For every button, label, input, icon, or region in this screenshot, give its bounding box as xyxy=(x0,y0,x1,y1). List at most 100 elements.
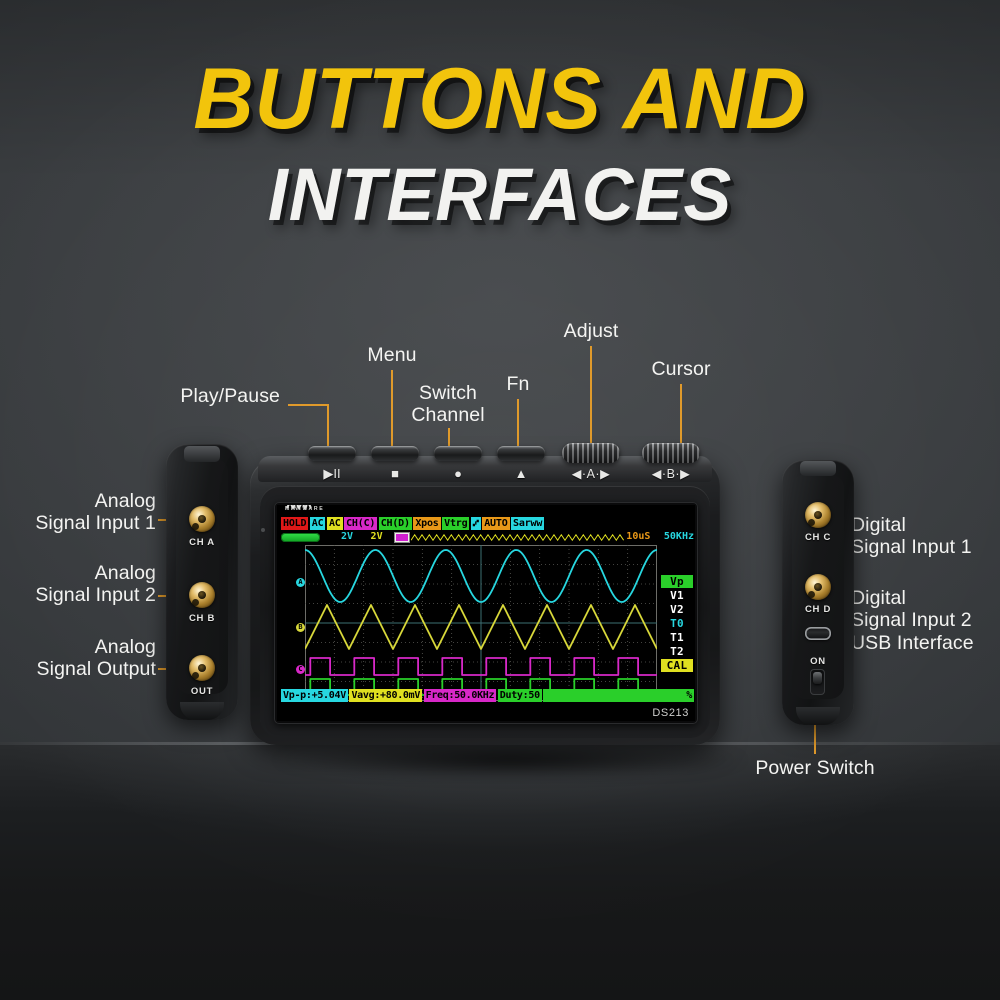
rocker-a-glyph: ◀·A·▶ xyxy=(571,467,611,481)
measurement-4[interactable]: % xyxy=(543,689,694,702)
status-cell-8[interactable]: AUTO xyxy=(482,517,510,530)
rocker-b[interactable] xyxy=(642,443,700,463)
ch-b-notch xyxy=(192,599,199,606)
callout-switch-channel: Switch Channel xyxy=(411,382,485,426)
miniware-logo-icon xyxy=(286,505,312,510)
status-cell-3[interactable]: CH(C) xyxy=(344,517,378,530)
channel-b-triangle xyxy=(305,604,657,650)
table-surface xyxy=(0,742,1000,1000)
timebase-value[interactable]: 10uS xyxy=(626,531,651,542)
channel-a-sine xyxy=(305,549,657,603)
stop-glyph: ■ xyxy=(391,466,399,481)
port-out-label: OUT xyxy=(190,686,214,697)
port-ch-b[interactable] xyxy=(189,582,215,608)
frequency-value[interactable]: 50KHz xyxy=(663,531,694,542)
side-menu-item-t0[interactable]: T0 xyxy=(670,617,684,630)
measurement-1[interactable]: Vavg:+80.0mV xyxy=(349,689,423,702)
callout-analog-input-2: Analog Signal Input 2 xyxy=(35,562,156,606)
right-panel-foot xyxy=(796,707,840,725)
waveform-plot xyxy=(305,545,657,701)
port-out[interactable] xyxy=(189,655,215,681)
status-cell-2[interactable]: AC xyxy=(326,517,343,530)
usb-port[interactable] xyxy=(805,627,831,640)
out-notch xyxy=(192,672,199,679)
status-cell-7[interactable]: ⑇ xyxy=(470,517,481,530)
port-ch-a-label: CH A xyxy=(189,537,215,548)
measurement-3[interactable]: Duty:50 xyxy=(497,689,542,702)
brand-label: MINIWARE xyxy=(285,506,325,512)
ch-a-notch xyxy=(192,523,199,530)
side-menu-item-cal[interactable]: CAL xyxy=(661,659,693,672)
port-ch-d[interactable] xyxy=(805,574,831,600)
page-title: BUTTONS AND INTERFACES xyxy=(0,56,1000,232)
side-menu-item-vp[interactable]: Vp xyxy=(661,575,693,588)
power-switch-knob[interactable] xyxy=(813,672,822,684)
callout-digital-input-1: Digital Signal Input 1 xyxy=(851,514,972,558)
ch-b-volts-per-div[interactable]: 2V xyxy=(370,531,383,542)
status-cell-0[interactable]: HOLD xyxy=(281,517,309,530)
callout-fn: Fn xyxy=(506,373,530,395)
port-ch-d-label: CH D xyxy=(804,604,832,615)
status-cell-6[interactable]: Vtrg xyxy=(442,517,470,530)
power-switch-slot[interactable] xyxy=(810,669,825,695)
fn-button[interactable] xyxy=(497,446,545,461)
left-side-panel: CH A CH B OUT xyxy=(166,444,238,720)
callout-digital-input-2: Digital Signal Input 2 xyxy=(851,587,972,631)
callout-play-pause: Play/Pause xyxy=(180,385,280,407)
leader-menu-v xyxy=(391,370,393,446)
callout-adjust: Adjust xyxy=(563,320,619,342)
left-panel-foot xyxy=(180,702,224,720)
status-cell-9[interactable]: Sarww xyxy=(511,517,545,530)
side-menu-item-v2[interactable]: V2 xyxy=(670,603,684,616)
channel-c-square xyxy=(305,657,657,676)
port-ch-b-label: CH B xyxy=(188,613,216,624)
side-menu-item-v1[interactable]: V1 xyxy=(670,589,684,602)
title-line-2: INTERFACES xyxy=(267,153,733,236)
leader-play-pause-v xyxy=(327,404,329,446)
play-pause-glyph: ▶II xyxy=(323,466,341,481)
measurement-2[interactable]: Freq:50.0KHz xyxy=(423,689,497,702)
port-ch-c-label: CH C xyxy=(804,532,832,543)
play-pause-button[interactable] xyxy=(308,446,356,461)
marker-channel-a[interactable]: A xyxy=(296,578,305,587)
title-line-1: BUTTONS AND xyxy=(193,51,807,147)
record-glyph: ● xyxy=(454,466,462,481)
leader-switch-channel-v xyxy=(448,428,450,446)
power-on-label: ON xyxy=(810,656,826,667)
leader-fn-v xyxy=(517,399,519,446)
rocker-a[interactable] xyxy=(562,443,620,463)
leader-cursor-v xyxy=(680,384,682,444)
rocker-b-glyph: ◀·B·▶ xyxy=(651,467,691,481)
record-button[interactable] xyxy=(434,446,482,461)
left-panel-hinge xyxy=(184,446,220,462)
left-panel-face xyxy=(176,458,228,694)
trigger-waveform-line xyxy=(411,533,624,541)
port-ch-a[interactable] xyxy=(189,506,215,532)
ch-a-volts-per-div[interactable]: 2V xyxy=(341,531,354,542)
measurement-0[interactable]: Vp-p:+5.04V xyxy=(281,689,348,702)
status-led xyxy=(261,528,265,532)
marker-channel-b[interactable]: B xyxy=(296,623,305,632)
status-cell-5[interactable]: Xpos xyxy=(413,517,441,530)
marker-channel-c[interactable]: C xyxy=(296,665,305,674)
side-menu-item-t2[interactable]: T2 xyxy=(670,645,684,658)
callout-analog-output: Analog Signal Output xyxy=(36,636,156,680)
callout-power-switch: Power Switch xyxy=(755,757,875,779)
stop-button[interactable] xyxy=(371,446,419,461)
status-cell-1[interactable]: AC xyxy=(309,517,326,530)
waveform-traces xyxy=(305,549,657,696)
ch-c-notch xyxy=(808,519,815,526)
side-menu-item-t1[interactable]: T1 xyxy=(670,631,684,644)
trigger-level-box[interactable] xyxy=(394,531,410,543)
screen-status-bar-2: 2V 2V 10uS 50KHz xyxy=(281,531,694,543)
right-panel-hinge xyxy=(800,461,836,476)
callout-cursor: Cursor xyxy=(651,358,711,380)
status-cell-4[interactable]: CH(D) xyxy=(378,517,412,530)
leader-adjust-v xyxy=(590,346,592,444)
port-ch-c[interactable] xyxy=(805,502,831,528)
